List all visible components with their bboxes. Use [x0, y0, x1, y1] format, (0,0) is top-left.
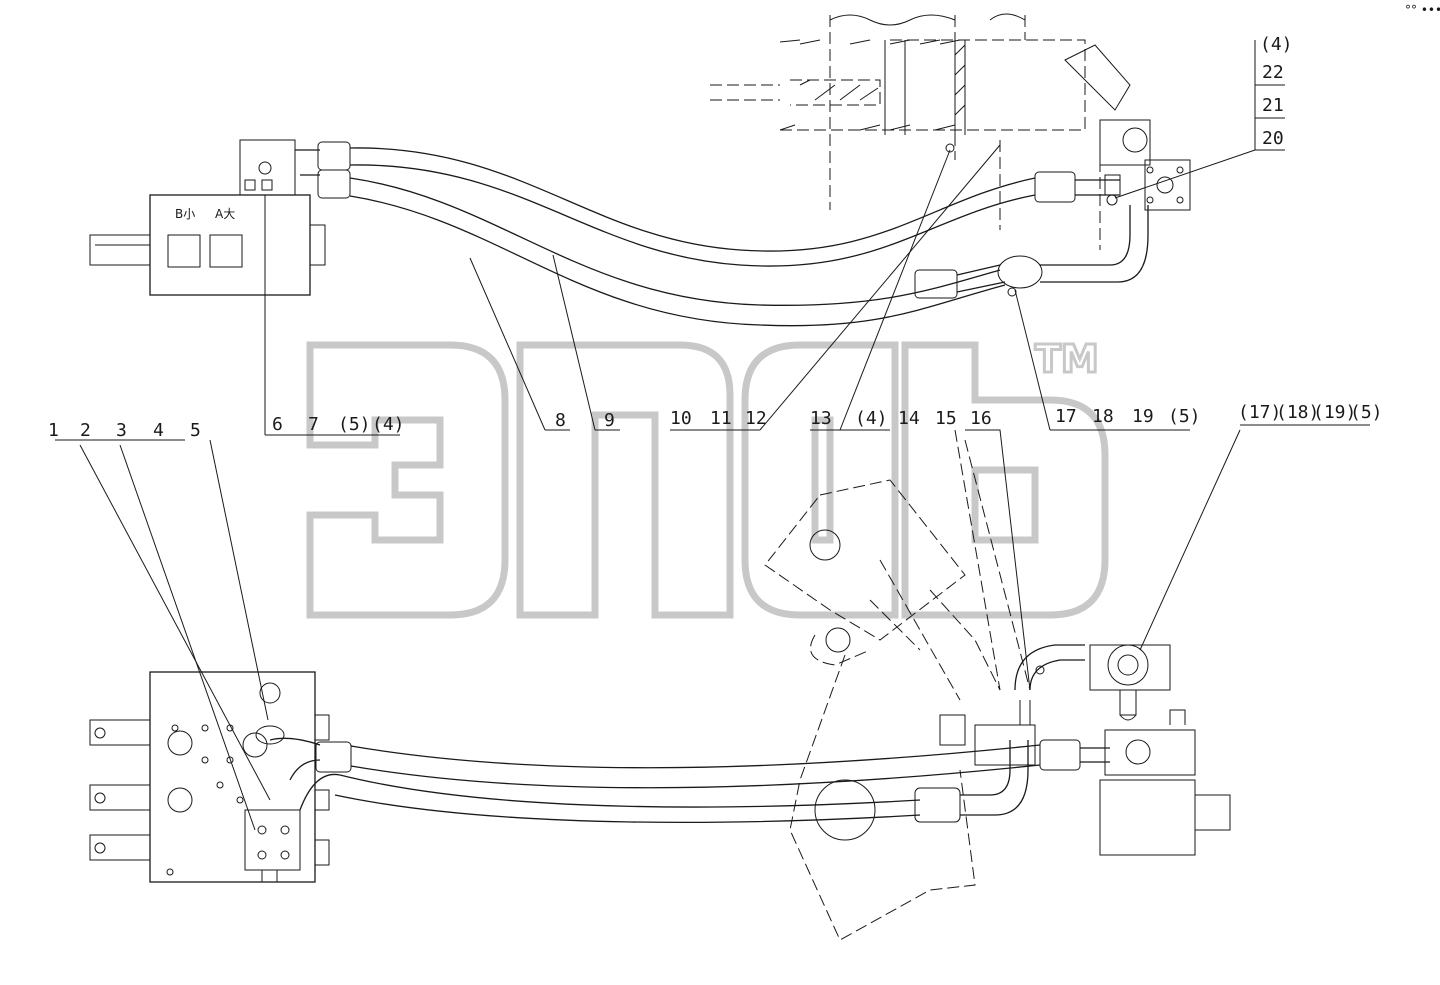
- lower-boom-outline: [764, 429, 1031, 941]
- watermark-logo: TM: [306, 336, 1109, 619]
- callout-8: 8: [555, 410, 566, 431]
- callout-16: 16: [970, 408, 992, 429]
- callout-20: 20: [1262, 128, 1284, 149]
- callout-5-ref: (5): [338, 414, 371, 435]
- callout-4-ref-c: (4): [1260, 34, 1293, 55]
- callout-19: 19: [1132, 406, 1154, 427]
- callout-22: 22: [1262, 62, 1284, 83]
- upper-frame-mount: [710, 13, 1191, 250]
- callout-5: 5: [190, 420, 201, 441]
- callout-18: 18: [1092, 406, 1114, 427]
- corner-mark: °° •••: [1405, 3, 1440, 17]
- callout-group-6: 6 7 (5) (4): [272, 414, 405, 435]
- callout-4-ref: (4): [372, 414, 405, 435]
- callout-15: 15: [935, 408, 957, 429]
- callout-12: 12: [745, 408, 767, 429]
- callout-2: 2: [80, 420, 91, 441]
- callout-4: 4: [153, 420, 164, 441]
- callout-5-ref-b: (5): [1168, 406, 1201, 427]
- callout-6: 6: [272, 414, 283, 435]
- callout-14: 14: [898, 408, 920, 429]
- callout-5-ref-c: (5): [1350, 402, 1383, 423]
- lower-hose-bundle: [269, 644, 1110, 824]
- lower-valve-block: [89, 671, 330, 883]
- callout-1: 1: [48, 420, 59, 441]
- callout-group-1-5: 1 2 3 4 5: [48, 420, 201, 441]
- callout-group-13-16: 13 (4) 14 15 16: [810, 408, 992, 429]
- upper-valve-block: B小 A大: [89, 139, 326, 296]
- upper-hose-bundle: [295, 141, 1149, 327]
- watermark-tm: TM: [1035, 337, 1099, 381]
- callout-10: 10: [670, 408, 692, 429]
- right-fittings: [1089, 644, 1231, 856]
- valve-port-b-tag: B小: [175, 207, 195, 221]
- callout-13: 13: [810, 408, 832, 429]
- callout-17-ref: (17): [1238, 402, 1281, 423]
- valve-port-a-tag: A大: [215, 207, 235, 221]
- callout-group-10-12: 10 11 12: [670, 408, 767, 429]
- callout-7: 7: [308, 414, 319, 435]
- leader-lines: [55, 40, 1370, 831]
- callout-4-ref-b: (4): [855, 408, 888, 429]
- callout-9: 9: [604, 410, 615, 431]
- callout-18-ref: (18): [1276, 402, 1319, 423]
- callout-group-paren-17: (17) (18) (19) (5): [1238, 402, 1383, 423]
- callout-17: 17: [1055, 406, 1077, 427]
- callout-19-ref: (19): [1313, 402, 1356, 423]
- callout-21: 21: [1262, 95, 1284, 116]
- callout-11: 11: [710, 408, 732, 429]
- callout-stack-right: (4) 22 21 20: [1260, 34, 1293, 149]
- callout-3: 3: [116, 420, 127, 441]
- callout-group-17-19: 17 18 19 (5): [1055, 406, 1201, 427]
